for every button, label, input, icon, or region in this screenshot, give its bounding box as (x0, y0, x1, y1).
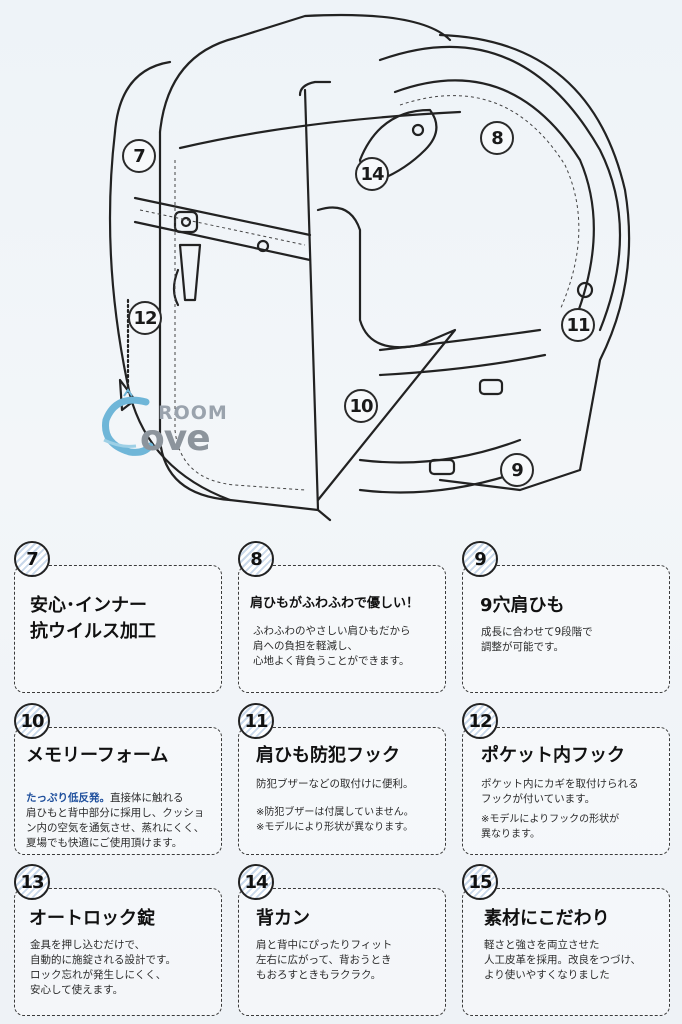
wave-c-logo-icon (102, 388, 154, 456)
feature-title-12: ポケット内フック (481, 745, 625, 766)
feature-title-13: オートロック錠 (29, 908, 155, 929)
callout-badge-10: 10 (344, 389, 378, 423)
callout-badge-14: 14 (355, 157, 389, 191)
feature-note-12: ※モデルによりフックの形状が 異なります。 (481, 814, 620, 840)
feature-body-14: 肩と背中にぴったりフィット 左右に広がって、背おうとき もおろすときもラクラク。 (256, 939, 393, 981)
feature-title-10: メモリーフォーム (26, 745, 169, 766)
feature-number-9: 9 (462, 541, 498, 577)
feature-title-15: 素材にこだわり (484, 908, 610, 929)
feature-body-10: たっぷり低反発。直接体に触れる 肩ひもと背中部分に採用し、クッショ ン内の空気を… (26, 776, 204, 851)
callout-badge-7: 7 (122, 139, 156, 173)
feature-highlight-10: たっぷり低反発。 (26, 792, 110, 804)
feature-number-7: 7 (14, 541, 50, 577)
feature-card-9 (462, 565, 670, 693)
feature-number-12: 12 (462, 703, 498, 739)
feature-card-13 (14, 888, 222, 1016)
callout-badge-11: 11 (561, 308, 595, 342)
feature-body-13: 金具を押し込むだけで、 自動的に施錠される設計です。 ロック忘れが発生しにくく、… (30, 939, 176, 996)
feature-number-10: 10 (14, 703, 50, 739)
logo-text-top: ROOM (158, 402, 228, 424)
feature-number-8: 8 (238, 541, 274, 577)
feature-title-9: 9穴肩ひも (480, 595, 565, 616)
feature-number-15: 15 (462, 864, 498, 900)
feature-card-8 (238, 565, 446, 693)
feature-note-11: ※防犯ブザーは付属していません。 ※モデルにより形状が異なります。 (256, 807, 414, 833)
feature-body-9: 成長に合わせて9段階で 調整が可能です。 (481, 626, 593, 653)
feature-title-7: 安心･インナー 抗ウイルス加工 (30, 595, 156, 642)
room-cove-logo: ROOM ove (96, 388, 246, 468)
feature-body-text-10: 直接体に触れる 肩ひもと背中部分に採用し、クッショ ン内の空気を通気させ、蒸れに… (26, 792, 205, 849)
feature-number-14: 14 (238, 864, 274, 900)
feature-number-11: 11 (238, 703, 274, 739)
feature-card-10 (14, 727, 222, 855)
feature-card-14 (238, 888, 446, 1016)
feature-title-14: 背カン (256, 908, 310, 929)
callout-badge-12: 12 (128, 301, 162, 335)
feature-card-7 (14, 565, 222, 693)
feature-body-11: 防犯ブザーなどの取付けに便利。 (256, 778, 414, 790)
feature-body-15: 軽さと強さを両立させた 人工皮革を採用。改良をつづけ、 より使いやすくなりました (484, 939, 641, 981)
feature-title-11: 肩ひも防犯フック (256, 745, 400, 766)
logo-text-bottom: ove (140, 418, 211, 459)
feature-body-12: ポケット内にカギを取付けられる フックが付いています。 (481, 778, 639, 805)
feature-number-13: 13 (14, 864, 50, 900)
feature-card-12 (462, 727, 670, 855)
feature-card-15 (462, 888, 670, 1016)
feature-body-8: ふわふわのやさしい肩ひもだから 肩への負担を軽減し、 心地よく背負うことができま… (253, 625, 411, 667)
callout-badge-9: 9 (500, 453, 534, 487)
feature-title-8: 肩ひもがふわふわで優しい！ (250, 596, 420, 611)
callout-badge-8: 8 (480, 121, 514, 155)
feature-card-11 (238, 727, 446, 855)
